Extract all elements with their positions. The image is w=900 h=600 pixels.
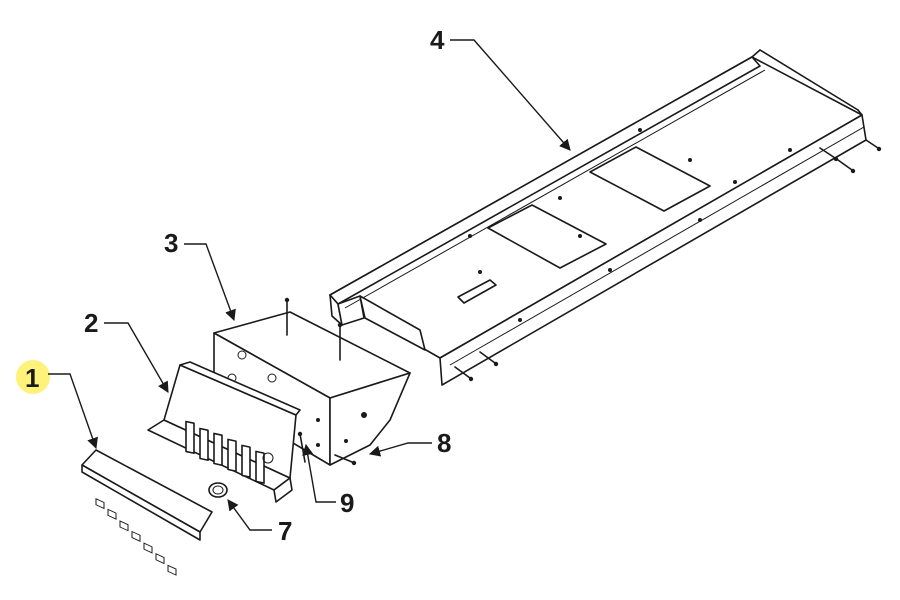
callout-4: 4: [430, 25, 571, 151]
part-7-knob: [208, 482, 228, 498]
callout-9-label: 9: [340, 488, 354, 518]
callout-3: 3: [164, 228, 236, 322]
callout-2-label: 2: [84, 308, 98, 338]
callout-8: 8: [368, 428, 451, 458]
callout-8-label: 8: [437, 428, 451, 458]
callout-1-label: 1: [25, 363, 39, 393]
callout-1: 1: [16, 360, 98, 450]
part-4-main-chassis: [329, 49, 882, 386]
callout-4-label: 4: [430, 25, 445, 55]
callout-3-label: 3: [164, 228, 178, 258]
callout-9: 9: [302, 443, 354, 518]
part-1-grid-tray: [81, 449, 213, 576]
chute-slots: [185, 420, 265, 484]
callout-2: 2: [84, 308, 169, 393]
callout-7: 7: [227, 499, 292, 546]
callout-7-label: 7: [278, 516, 292, 546]
part-2-slotted-chute: [147, 361, 301, 503]
callout-1-highlight: [16, 360, 50, 394]
tray-cells: [95, 498, 177, 576]
